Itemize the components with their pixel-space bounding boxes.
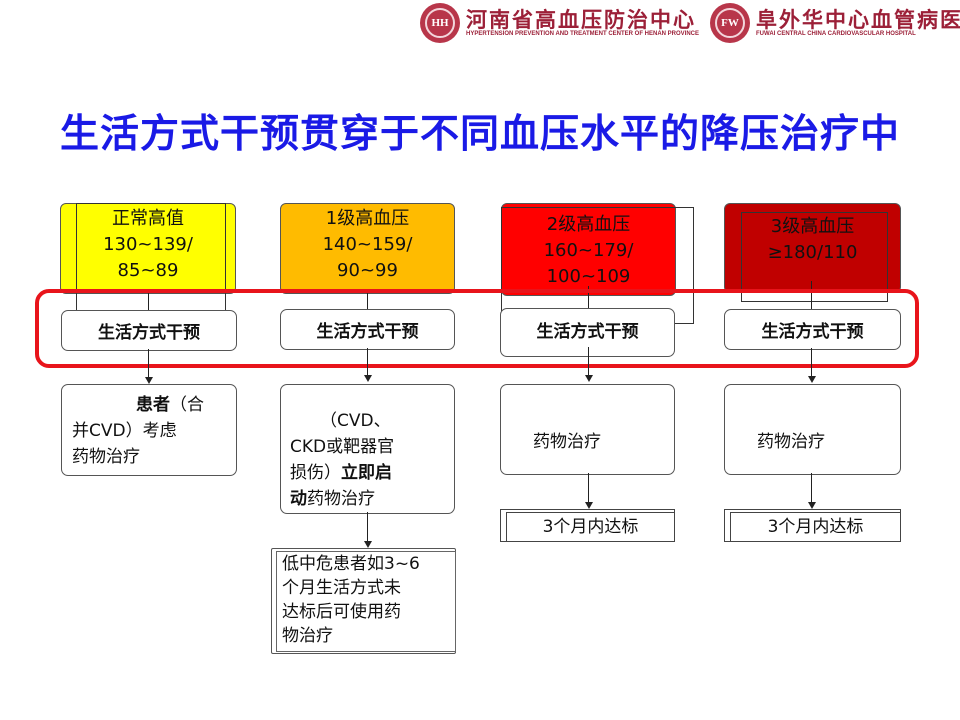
arrow-down-icon	[585, 502, 593, 509]
target-label-grade3: 3个月内达标	[730, 512, 901, 542]
treatment-text-grade2: 药物治疗	[533, 432, 601, 452]
arrow-line	[367, 512, 368, 542]
arrow-down-icon	[808, 502, 816, 509]
arrow-line	[588, 473, 589, 503]
level-name: 2级高血压	[546, 214, 631, 235]
arrow-line	[367, 348, 368, 376]
treatment-box-normal-high	[61, 384, 237, 476]
arrow-down-icon	[364, 541, 372, 548]
level-name: 正常高值	[112, 208, 184, 229]
level-box-outline	[741, 212, 888, 302]
connector-line	[811, 281, 812, 309]
connector-line	[588, 286, 589, 308]
connector-line	[148, 290, 149, 310]
hypertension-center-logo-icon: HH	[420, 3, 460, 43]
arrow-down-icon	[145, 377, 153, 384]
level-range-systolic: 160~179/	[543, 240, 634, 261]
lifestyle-intervention-box: 生活方式干预	[61, 310, 237, 351]
level-box-grade3: 3级高血压 ≥180/110	[724, 203, 901, 293]
lifestyle-highlight-frame	[35, 289, 919, 368]
level-range-diastolic: 85~89	[117, 260, 179, 281]
followup-box-outline	[276, 551, 456, 652]
arrow-down-icon	[808, 376, 816, 383]
treatment-emphasis: 患者	[136, 395, 170, 415]
arrow-down-icon	[364, 375, 372, 382]
level-range-systolic: 140~159/	[322, 234, 413, 255]
left-org-name-cn: 河南省高血压防治中心	[466, 7, 696, 32]
right-org-name-en: FUWAI CENTRAL CHINA CARDIOVASCULAR HOSPI…	[756, 31, 916, 37]
level-range-systolic: 130~139/	[103, 234, 193, 255]
fuwai-hospital-logo-icon: FW	[710, 3, 750, 43]
treatment-text-grade1: （CVD、 CKD或靶器官 损伤）立即启 动药物治疗	[290, 411, 395, 509]
lifestyle-intervention-box: 生活方式干预	[280, 309, 455, 350]
arrow-line	[588, 347, 589, 376]
target-label-grade2: 3个月内达标	[506, 512, 675, 542]
level-box-grade2: 2级高血压 160~179/ 100~109	[501, 203, 676, 296]
arrow-line	[811, 348, 812, 377]
treatment-text-normal-high: 患者（合 并CVD）考虑 药物治疗	[72, 395, 204, 467]
level-name: 3级高血压	[770, 216, 855, 237]
left-org-name-en: HYPERTENSION PREVENTION AND TREATMENT CE…	[466, 31, 700, 37]
slide-title: 生活方式干预贯穿于不同血压水平的降压治疗中	[59, 112, 900, 157]
level-box-normal-high: 正常高值 130~139/ 85~89	[60, 203, 236, 294]
right-org-name-cn: 阜外华中心血管病医院	[756, 7, 960, 32]
arrow-line	[148, 349, 149, 378]
arrow-line	[811, 473, 812, 503]
connector-line	[367, 290, 368, 310]
treatment-box-grade1	[280, 384, 455, 514]
followup-text-grade1: 低中危患者如3~6 个月生活方式未 达标后可使用药 物治疗	[282, 554, 420, 646]
treatment-text-grade3: 药物治疗	[757, 432, 825, 452]
followup-box-grade1	[271, 548, 456, 654]
lifestyle-intervention-box: 生活方式干预	[724, 309, 901, 350]
level-range: ≥180/110	[767, 242, 858, 263]
arrow-down-icon	[585, 375, 593, 382]
level-name: 1级高血压	[325, 208, 410, 229]
treatment-box-grade3	[724, 384, 901, 475]
level-range-diastolic: 100~109	[546, 266, 631, 287]
level-box-grade1: 1级高血压 140~159/ 90~99	[280, 203, 455, 294]
lifestyle-intervention-box: 生活方式干预	[500, 308, 675, 357]
treatment-box-grade2	[500, 384, 675, 475]
level-range-diastolic: 90~99	[337, 260, 398, 281]
